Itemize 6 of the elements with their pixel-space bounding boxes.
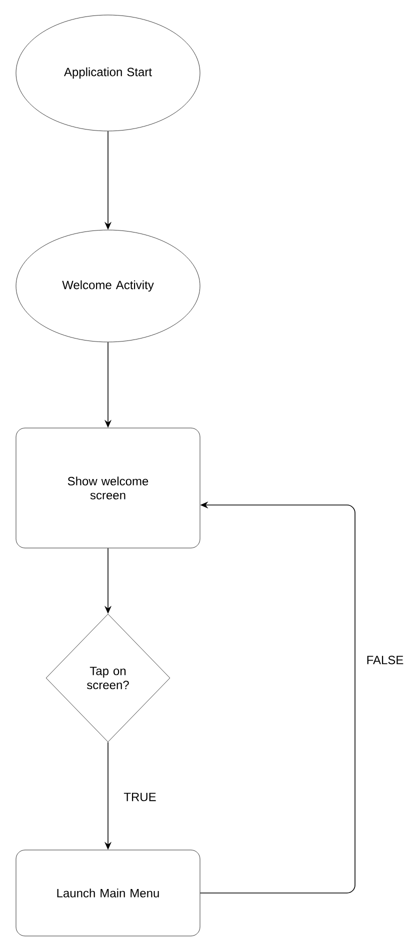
edge-label: FALSE	[364, 654, 406, 666]
oval-node: Application Start	[16, 14, 200, 132]
oval-node: Welcome Activity	[16, 230, 200, 342]
process-box: Launch Main Menu	[16, 850, 200, 936]
edge-label: TRUE	[122, 790, 158, 804]
process-box: Show welcome screen	[16, 428, 200, 548]
